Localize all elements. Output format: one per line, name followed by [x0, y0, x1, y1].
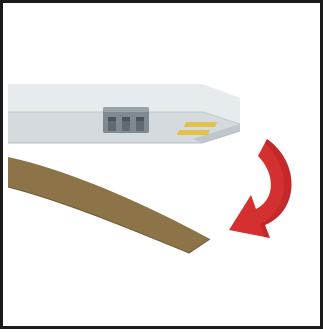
led-strip-bottom-line: [8, 130, 241, 144]
led-strip-end-face: [193, 124, 240, 143]
led-strip-top-face: [8, 84, 240, 124]
led-strip-edge-line: [8, 111, 241, 125]
contact-pad-upper: [184, 122, 217, 127]
adhesive-tape-edge: [7, 186, 211, 254]
curved-arrow-down-left-icon: [229, 139, 292, 238]
connector-chip: [103, 107, 149, 133]
illustration-canvas: [7, 84, 292, 254]
contact-pad-lower: [177, 130, 210, 135]
adhesive-tape-strip: [8, 157, 210, 253]
